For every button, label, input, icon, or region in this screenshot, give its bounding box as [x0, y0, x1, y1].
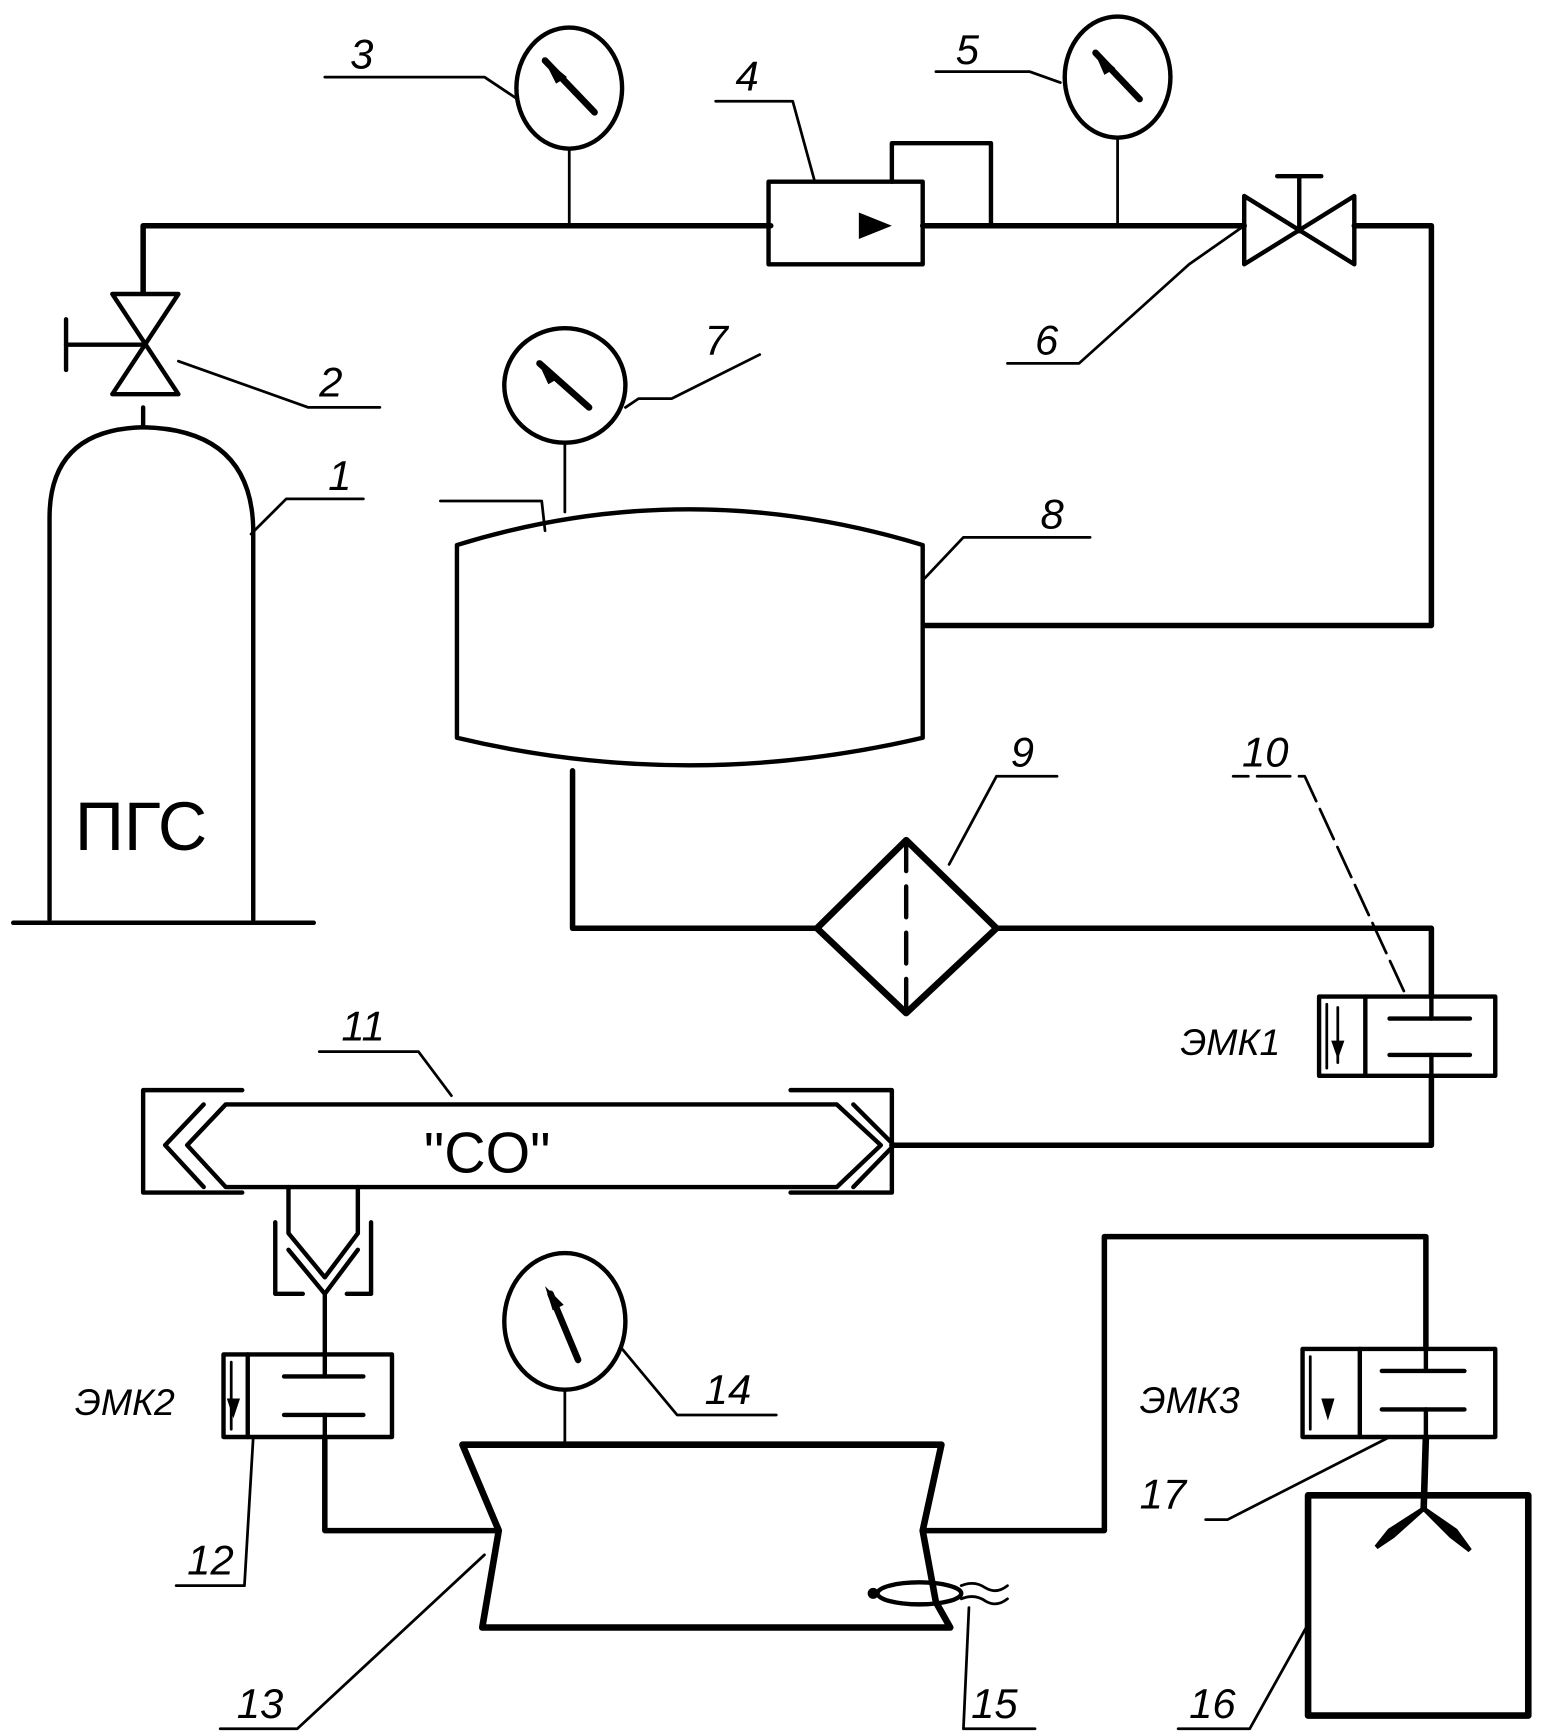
callout-16: 16 [1189, 1680, 1236, 1727]
filter [813, 836, 1000, 1017]
callout-11: 11 [341, 1003, 384, 1050]
chamber-inlet-pipe [322, 1434, 502, 1534]
test-chamber [459, 1441, 954, 1631]
supply-pipe [140, 222, 1435, 629]
callout-leaders [174, 70, 1406, 1731]
pressure-regulator [766, 140, 994, 267]
pressure-gauge-5 [1062, 14, 1173, 228]
callout-13: 13 [237, 1680, 284, 1727]
filter-pipe [569, 768, 1435, 1000]
emk3-label: ЭМК3 [1140, 1379, 1240, 1421]
emk1-label: ЭМК1 [1180, 1021, 1280, 1063]
callout-9: 9 [1011, 728, 1034, 775]
exhaust-container [1304, 1433, 1532, 1719]
cylinder-label: ПГС [75, 789, 207, 865]
pressure-gauge-3 [514, 25, 625, 228]
gas-cylinder: ПГС [11, 405, 317, 925]
pressure-gauge-14 [502, 1250, 628, 1447]
callout-17: 17 [1140, 1471, 1188, 1518]
callout-5: 5 [956, 26, 980, 73]
callout-numbers: 1 2 3 4 5 6 7 8 9 10 11 12 13 14 15 16 1… [187, 26, 1288, 1727]
callout-4: 4 [736, 52, 759, 99]
callout-2: 2 [318, 358, 342, 405]
sensor [867, 1580, 1009, 1607]
pressure-gauge-7 [502, 325, 628, 514]
analyzer-outlet [273, 1184, 374, 1357]
callout-10: 10 [1242, 728, 1289, 775]
callout-14: 14 [705, 1366, 752, 1413]
solenoid-valve-emk1: ЭМК1 [1180, 994, 1498, 1079]
analyzer-label: "CO" [424, 1122, 551, 1186]
callout-3: 3 [350, 30, 373, 77]
callout-8: 8 [1041, 491, 1065, 538]
analyzer-inlet-pipe [889, 1073, 1435, 1148]
callout-12: 12 [187, 1537, 234, 1584]
solenoid-valve-emk3: ЭМК3 [1140, 1346, 1498, 1440]
solenoid-valve-emk2: ЭМК2 [75, 1352, 395, 1440]
callout-6: 6 [1035, 317, 1059, 364]
receiver-vessel [454, 507, 925, 768]
cylinder-valve [63, 291, 181, 397]
emk2-label: ЭМК2 [75, 1381, 175, 1423]
needle-valve [1242, 173, 1357, 267]
callout-1: 1 [328, 452, 351, 499]
chamber-outlet-pipe [919, 1233, 1429, 1534]
callout-7: 7 [705, 317, 730, 364]
callout-15: 15 [971, 1680, 1018, 1727]
co-analyzer: "CO" [140, 1087, 897, 1195]
